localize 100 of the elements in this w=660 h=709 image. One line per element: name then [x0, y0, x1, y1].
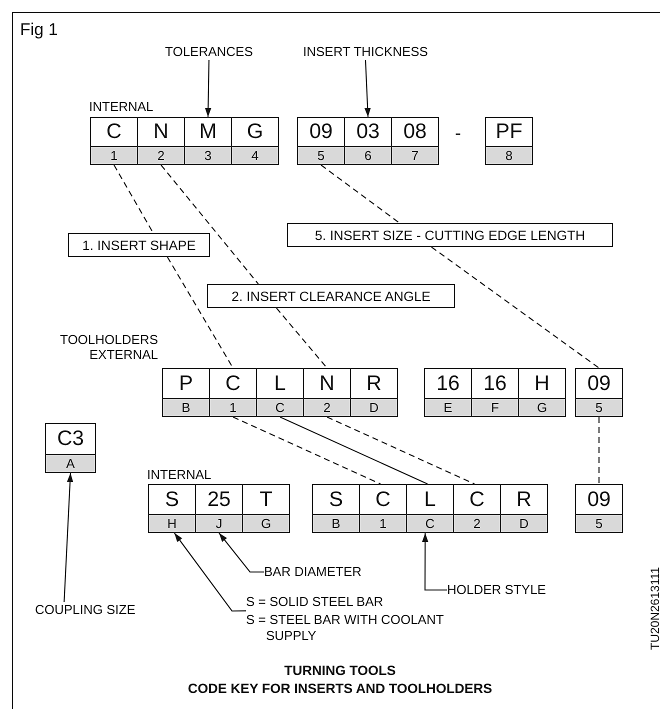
code-cell: [406, 484, 454, 533]
code-cell: [453, 484, 501, 533]
code-cell: [485, 117, 533, 165]
position-number: 5: [576, 514, 622, 532]
code-cell: [359, 484, 407, 533]
arrow: [364, 60, 371, 118]
legend-note: S = STEEL BAR WITH COOLANT SUPPLY: [246, 612, 445, 644]
separator-dash: -: [455, 126, 461, 141]
figure-title: Fig 1: [20, 20, 58, 40]
code-letter: L: [273, 370, 287, 396]
annotation-text: HOLDER STYLE: [447, 582, 546, 598]
position-number: 5: [298, 146, 344, 164]
position-number: J: [196, 514, 242, 532]
connector-line: [326, 416, 475, 484]
code-letter: C3: [56, 426, 85, 452]
code-cell: [162, 368, 210, 417]
code-letter: 09: [586, 486, 612, 512]
position-number: G: [243, 514, 289, 532]
code-cell: [231, 117, 279, 165]
code-letter: C: [468, 486, 486, 512]
code-cell: [500, 484, 548, 533]
row-heading: INTERNAL: [89, 99, 154, 114]
code-letter: R: [365, 370, 383, 396]
position-number: D: [351, 398, 397, 416]
position-number: 1: [210, 398, 256, 416]
code-letter: S: [328, 486, 344, 512]
code-cell: [209, 368, 257, 417]
arrow: [174, 532, 246, 612]
position-number: 2: [304, 398, 350, 416]
code-cell: [575, 484, 623, 533]
position-number: H: [149, 514, 195, 532]
position-number: G: [519, 398, 565, 416]
code-letter: R: [515, 486, 533, 512]
position-number: 7: [392, 146, 438, 164]
position-number: F: [472, 398, 518, 416]
position-number: A: [46, 454, 95, 472]
code-letter: L: [423, 486, 437, 512]
code-letter: M: [198, 119, 218, 145]
position-number: 8: [486, 146, 532, 164]
connector-line: [114, 164, 154, 234]
position-number: 4: [232, 146, 278, 164]
code-letter: 03: [355, 119, 381, 145]
connector-line: [166, 256, 234, 368]
position-number: 6: [345, 146, 391, 164]
connector-line: [431, 246, 600, 368]
code-letter: C: [374, 486, 392, 512]
code-cell: [350, 368, 398, 417]
position-number: 1: [360, 514, 406, 532]
row-heading: TOOLHOLDERS EXTERNAL: [58, 332, 158, 362]
label-box: 2. INSERT CLEARANCE ANGLE: [207, 284, 455, 308]
code-letter: T: [258, 486, 274, 512]
connector-line: [280, 416, 428, 484]
figure-caption: CODE KEY FOR INSERTS AND TOOLHOLDERS: [188, 681, 492, 696]
code-letter: 25: [206, 486, 232, 512]
code-letter: 09: [586, 370, 612, 396]
label-box: 1. INSERT SHAPE: [68, 233, 210, 257]
position-number: C: [257, 398, 303, 416]
code-cell: [148, 484, 196, 533]
arrow: [205, 60, 212, 117]
figure-code: TU20N2613111: [648, 567, 660, 650]
code-cell: [297, 117, 345, 165]
annotation-text: COUPLING SIZE: [35, 602, 136, 618]
code-cell: [344, 117, 392, 165]
annotation-text: BAR DIAMETER: [264, 564, 362, 580]
figure-caption: TURNING TOOLS: [284, 663, 396, 678]
code-letter: 16: [482, 370, 508, 396]
connector-line: [320, 164, 400, 224]
annotation-text: INSERT THICKNESS: [303, 44, 428, 60]
code-letter: C: [224, 370, 242, 396]
code-letter: PF: [494, 119, 524, 145]
code-cell: [137, 117, 185, 165]
position-number: 1: [91, 146, 137, 164]
connector-line: [598, 417, 600, 484]
label-box: 5. INSERT SIZE - CUTTING EDGE LENGTH: [287, 223, 613, 247]
row-heading: INTERNAL: [147, 467, 212, 482]
connector-line: [160, 164, 259, 284]
position-number: 3: [185, 146, 231, 164]
code-letter: S: [164, 486, 180, 512]
code-cell: [424, 368, 472, 417]
code-cell: [195, 484, 243, 533]
position-number: B: [313, 514, 359, 532]
code-letter: C: [105, 119, 123, 145]
code-cell: [242, 484, 290, 533]
code-letter: G: [246, 119, 264, 145]
code-cell: [471, 368, 519, 417]
position-number: B: [163, 398, 209, 416]
code-cell: [184, 117, 232, 165]
code-cell: [391, 117, 439, 165]
code-cell: [256, 368, 304, 417]
connector-line: [276, 308, 328, 368]
arrow: [218, 532, 264, 573]
code-cell: [575, 368, 623, 417]
position-number: 2: [454, 514, 500, 532]
position-number: 2: [138, 146, 184, 164]
code-letter: P: [178, 370, 194, 396]
position-number: E: [425, 398, 471, 416]
code-cell: [45, 423, 96, 473]
code-letter: N: [318, 370, 336, 396]
annotation-text: TOLERANCES: [165, 44, 253, 60]
code-cell: [303, 368, 351, 417]
